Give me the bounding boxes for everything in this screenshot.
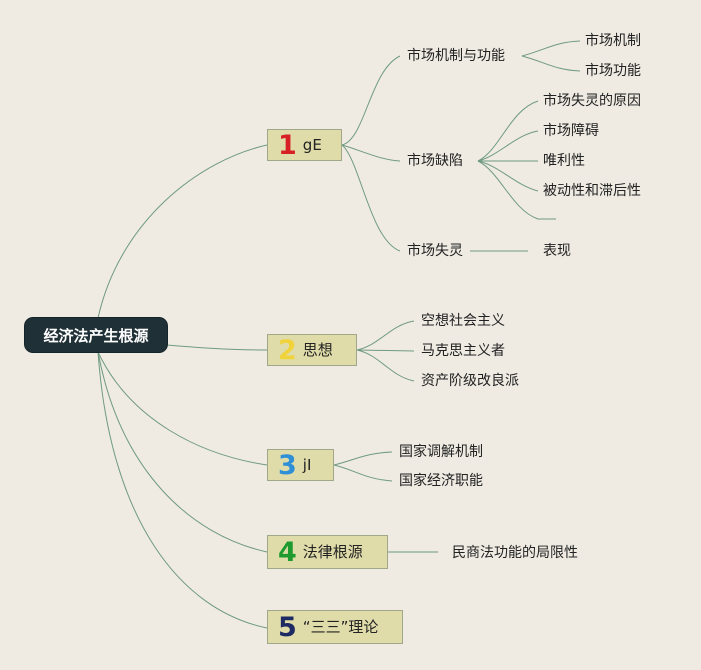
branch-label-3: jI xyxy=(302,455,312,474)
leaf-passive-lagging[interactable]: 被动性和滞后性 xyxy=(543,183,641,199)
branch-label-4: 法律根源 xyxy=(302,542,363,561)
root-node[interactable]: 经济法产生根源 xyxy=(25,318,167,352)
link-s2-l2 xyxy=(477,130,539,162)
link-b2-l1 xyxy=(356,320,415,351)
branch-label-1: gE xyxy=(302,135,322,154)
leaf-market-mechanism[interactable]: 市场机制 xyxy=(585,33,641,49)
link-b2-l3 xyxy=(356,349,415,382)
link-s2-l4 xyxy=(477,160,539,192)
branch-node-2[interactable]: 2 思想 xyxy=(267,334,357,366)
link-b1-s1 xyxy=(341,55,401,146)
leaf-manifestation[interactable]: 表现 xyxy=(543,243,571,259)
branch-number-3: 3 xyxy=(278,449,297,481)
leaf-state-economic-function[interactable]: 国家经济职能 xyxy=(399,473,483,489)
leaf-profit-seeking[interactable]: 唯利性 xyxy=(543,153,585,169)
branch-number-1: 1 xyxy=(278,129,297,161)
link-root-b1 xyxy=(97,144,268,319)
link-root-b4 xyxy=(97,351,268,553)
link-root-b5 xyxy=(97,351,268,629)
link-s1-l2 xyxy=(521,55,581,72)
link-b3-l1 xyxy=(333,451,393,466)
branch-number-5: 5 xyxy=(278,611,297,643)
link-s2-l1 xyxy=(477,100,539,162)
root-label: 经济法产生根源 xyxy=(43,326,149,345)
link-b3-l2 xyxy=(333,464,393,482)
link-b1-s3 xyxy=(341,144,401,252)
leaf-market-function[interactable]: 市场功能 xyxy=(585,63,641,79)
branch-number-2: 2 xyxy=(278,334,297,366)
branch-label-2: 思想 xyxy=(302,340,333,359)
leaf-failure-causes[interactable]: 市场失灵的原因 xyxy=(543,93,641,109)
branch-node-4[interactable]: 4 法律根源 xyxy=(267,535,388,569)
branch-number-4: 4 xyxy=(278,536,297,568)
link-root-b3 xyxy=(97,351,268,466)
topic-market-defect[interactable]: 市场缺陷 xyxy=(407,153,463,169)
branch-node-3[interactable]: 3 jI xyxy=(267,449,334,481)
branch-label-5: “三三”理论 xyxy=(302,617,379,636)
link-s1-l1 xyxy=(521,40,581,57)
link-s2-l5 xyxy=(477,160,556,220)
leaf-utopian-socialism[interactable]: 空想社会主义 xyxy=(421,313,505,329)
link-root-b2 xyxy=(166,344,268,351)
leaf-state-regulation-mechanism[interactable]: 国家调解机制 xyxy=(399,444,483,460)
leaf-civil-commercial-law-limits[interactable]: 民商法功能的局限性 xyxy=(452,545,578,561)
leaf-marxists[interactable]: 马克思主义者 xyxy=(421,343,505,359)
branch-node-1[interactable]: 1 gE xyxy=(267,129,342,161)
leaf-market-obstacle[interactable]: 市场障碍 xyxy=(543,123,599,139)
link-b2-l2 xyxy=(356,349,415,352)
link-b1-s2 xyxy=(341,144,401,162)
leaf-bourgeois-reformists[interactable]: 资产阶级改良派 xyxy=(421,373,519,389)
branch-node-5[interactable]: 5 “三三”理论 xyxy=(267,610,403,644)
topic-market-failure[interactable]: 市场失灵 xyxy=(407,243,463,259)
topic-market-mechanism-function[interactable]: 市场机制与功能 xyxy=(407,48,505,64)
